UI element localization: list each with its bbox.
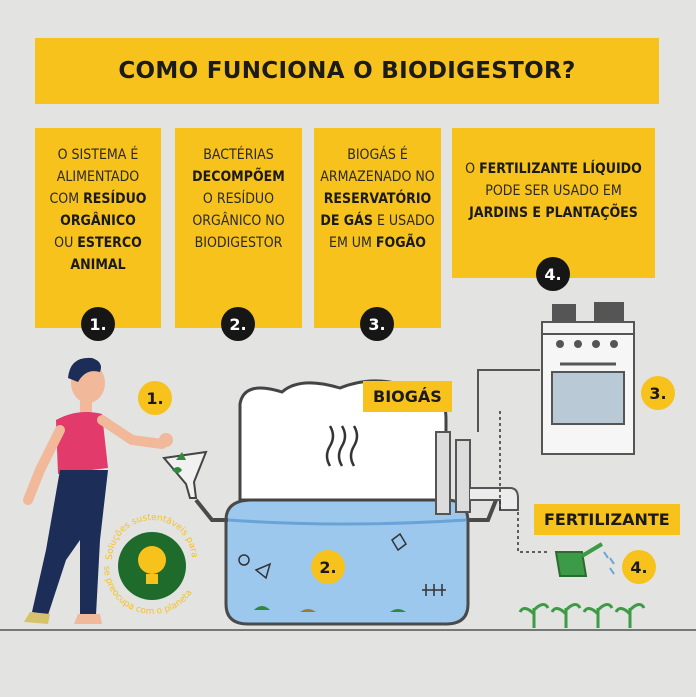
step-text-segment: O SISTEMA É [57, 147, 139, 163]
step-2-number: 2. [221, 307, 255, 341]
step-text-bold: DE GÁS [320, 213, 373, 229]
step-text-line: BIOGÁS É [318, 144, 437, 166]
step-text-bold: RESERVATÓRIO [323, 191, 432, 207]
step-text-segment: O RESÍDUO [202, 191, 275, 207]
biogas-label: BIOGÁS [363, 381, 452, 412]
step-1-number: 1. [81, 307, 115, 341]
step-text-line: ALIMENTADO [39, 166, 157, 188]
step-text-line: PODE SER USADO EM [456, 180, 651, 202]
step-1-text: O SISTEMA É ALIMENTADO COM RESÍDUO ORGÂNICO… [39, 144, 157, 276]
step-text-line: ORGÂNICO [39, 210, 157, 232]
step-text-line: RESERVATÓRIO [318, 188, 437, 210]
stove [541, 302, 635, 455]
step-4-text: O FERTILIZANTE LÍQUIDO PODE SER USADO EM J… [456, 158, 651, 224]
step-text-bold: FOGÃO [375, 235, 427, 251]
step-text-segment: ORGÂNICO NO [192, 213, 285, 229]
step-text-bold: RESÍDUO [83, 191, 147, 207]
step-text-segment: BIOGÁS É [347, 147, 408, 163]
step-text-line: O RESÍDUO [179, 188, 298, 210]
step-text-segment: ARMAZENADO NO [320, 169, 435, 185]
step-text-segment: PODE SER USADO EM [485, 183, 622, 199]
step-text-line: DECOMPÕEM [179, 166, 298, 188]
plants [518, 603, 646, 628]
step-text-line: BIODIGESTOR [179, 232, 298, 254]
step-text-line: BACTÉRIAS [179, 144, 298, 166]
step-3-text: BIOGÁS É ARMAZENADO NO RESERVATÓRIO DE GÁS … [318, 144, 437, 254]
scene-marker-4: 4. [622, 550, 656, 584]
step-text-bold: ANIMAL [70, 257, 126, 273]
scene-marker-1: 1. [138, 381, 172, 415]
scene-marker-3: 3. [641, 376, 675, 410]
step-text-segment: E USADO [372, 213, 435, 229]
title-banner: COMO FUNCIONA O BIODIGESTOR? [35, 38, 659, 104]
step-text-line: O SISTEMA É [39, 144, 157, 166]
step-box-3: BIOGÁS É ARMAZENADO NO RESERVATÓRIO DE GÁS … [314, 128, 441, 341]
page-title: COMO FUNCIONA O BIODIGESTOR? [118, 58, 576, 84]
step-4-number: 4. [536, 257, 570, 291]
step-box-2: BACTÉRIAS DECOMPÕEM O RESÍDUO ORGÂNICO NO BI… [175, 128, 302, 341]
step-text-segment: ALIMENTADO [56, 169, 140, 185]
step-2-text: BACTÉRIAS DECOMPÕEM O RESÍDUO ORGÂNICO NO BI… [179, 144, 298, 254]
fertilizante-label: FERTILIZANTE [534, 504, 680, 535]
step-text-line: EM UM FOGÃO [318, 232, 437, 254]
step-text-line: COM RESÍDUO [39, 188, 157, 210]
step-box-1: O SISTEMA É ALIMENTADO COM RESÍDUO ORGÂNICO… [35, 128, 161, 341]
watering-can [554, 542, 615, 577]
step-text-segment: BIODIGESTOR [194, 235, 283, 251]
person-figure [23, 357, 173, 624]
step-text-bold: ESTERCO [77, 235, 142, 251]
step-text-line: JARDINS E PLANTAÇÕES [456, 202, 651, 224]
step-text-segment: OU [54, 235, 78, 251]
gas-pipes [435, 369, 548, 553]
step-text-line: DE GÁS E USADO [318, 210, 437, 232]
step-text-bold: FERTILIZANTE LÍQUIDO [479, 161, 642, 177]
step-text-segment: BACTÉRIAS [203, 147, 274, 163]
step-text-segment: COM [49, 191, 84, 207]
step-box-4: O FERTILIZANTE LÍQUIDO PODE SER USADO EM J… [452, 128, 655, 291]
scene-marker-2: 2. [311, 550, 345, 584]
funnel [162, 450, 208, 499]
step-text-bold: ORGÂNICO [60, 213, 136, 229]
step-text-line: ANIMAL [39, 254, 157, 276]
step-text-line: ORGÂNICO NO [179, 210, 298, 232]
step-text-segment: EM UM [328, 235, 376, 251]
step-text-line: O FERTILIZANTE LÍQUIDO [456, 158, 651, 180]
step-3-number: 3. [360, 307, 394, 341]
step-text-line: ARMAZENADO NO [318, 166, 437, 188]
step-text-bold: JARDINS E PLANTAÇÕES [469, 205, 638, 221]
step-text-line: OU ESTERCO [39, 232, 157, 254]
step-text-segment: O [465, 161, 480, 177]
step-text-bold: DECOMPÕEM [192, 169, 285, 185]
